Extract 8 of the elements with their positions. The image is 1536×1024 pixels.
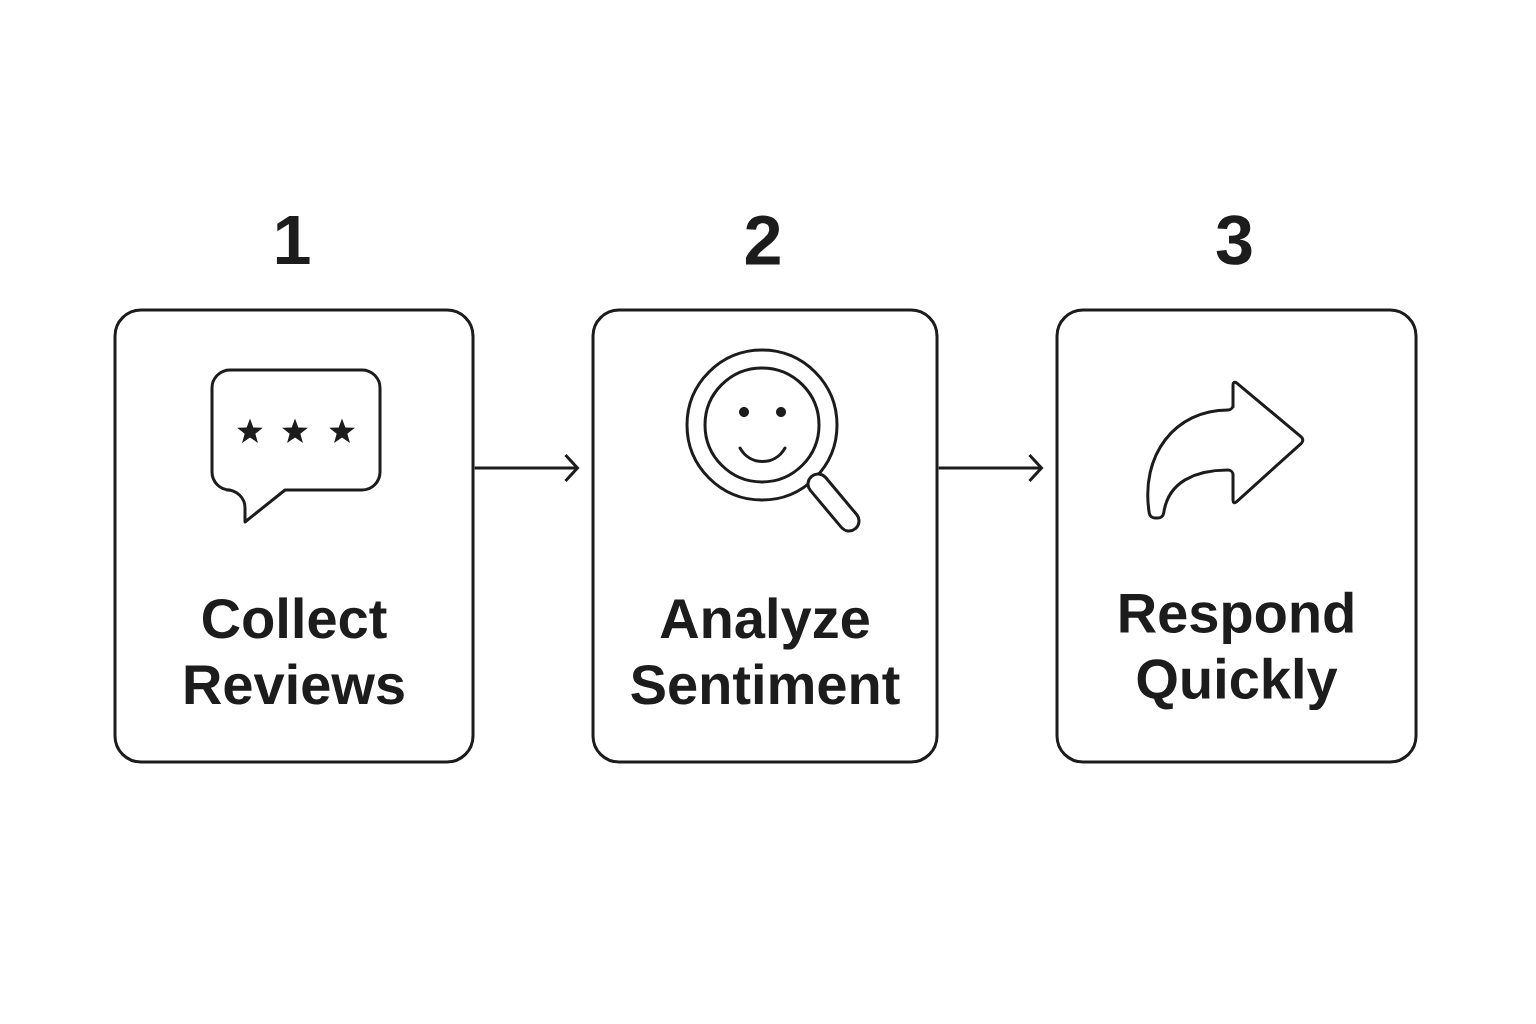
step-number: 3 xyxy=(1216,215,1252,265)
step-box: Collect Reviews xyxy=(113,308,475,764)
step-number: 1 xyxy=(276,215,310,265)
step-box: Respond Quickly xyxy=(1055,308,1418,764)
step-box: Analyze Sentiment xyxy=(591,308,939,764)
step-number: 2 xyxy=(746,215,780,265)
arrow xyxy=(474,453,580,482)
arrow xyxy=(938,453,1044,482)
